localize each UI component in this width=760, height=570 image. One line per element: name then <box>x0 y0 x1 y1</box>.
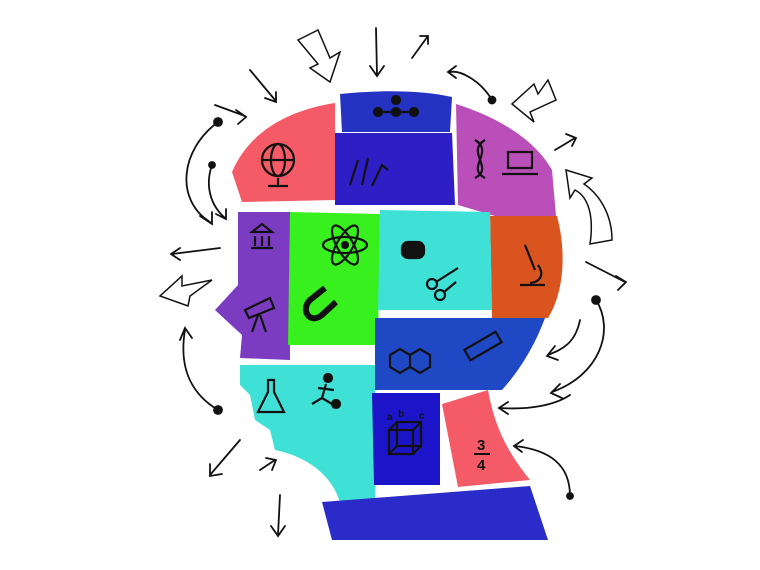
arrow-icon <box>214 104 248 125</box>
pencil-brush-icon <box>348 157 389 187</box>
arrow-icon <box>554 133 578 151</box>
chat-icon <box>400 240 426 260</box>
arrow-icon <box>208 164 227 221</box>
football-player-icon <box>311 372 342 410</box>
atom-icon <box>321 224 369 266</box>
scissors-icon <box>425 267 459 302</box>
fraction-denominator: 4 <box>477 457 486 474</box>
arrow-icon <box>512 439 571 497</box>
piece-blue-molecule <box>375 318 545 390</box>
fraction-numerator: 3 <box>477 437 485 454</box>
dna-icon <box>474 139 486 179</box>
arrow-icon <box>179 326 219 411</box>
sketched-block-arrows <box>158 28 613 307</box>
arrow-icon <box>446 65 493 101</box>
block-arrow-icon <box>510 78 557 123</box>
molecule-icon <box>388 347 432 375</box>
cube-label-b: b <box>398 409 404 420</box>
block-arrow-icon <box>565 168 613 245</box>
cube-label-a: a <box>387 412 393 423</box>
piece-cyan-flask <box>240 365 375 502</box>
ruler-icon <box>462 330 504 362</box>
piece-green-atom <box>288 212 380 345</box>
arrow-icon <box>249 69 277 104</box>
piece-cyan-scissors <box>378 210 492 310</box>
block-arrow-icon <box>296 28 342 84</box>
arrow-icon <box>545 319 581 361</box>
piece-base <box>322 486 548 540</box>
block-arrow-icon <box>158 274 213 307</box>
arrow-icon <box>497 394 571 415</box>
arrow-icon <box>185 121 219 226</box>
piece-purple-dna <box>456 104 556 216</box>
piece-red-fraction <box>442 390 530 487</box>
piece-violet-telescope <box>215 212 290 360</box>
cube-icon <box>387 420 423 456</box>
microscope-icon <box>520 244 545 287</box>
cube-label-c: c <box>419 411 425 422</box>
surrounding-arrows <box>169 27 628 538</box>
network-icon <box>372 94 420 118</box>
piece-indigo-tools <box>335 133 455 205</box>
arrow-icon <box>549 299 605 399</box>
piece-navy-cube <box>372 393 440 485</box>
arrow-icon <box>169 247 221 261</box>
bank-icon <box>248 222 276 250</box>
magnet-icon <box>302 285 339 322</box>
arrow-icon <box>259 457 278 471</box>
arrow-icon <box>209 439 241 478</box>
arrow-icon <box>369 27 385 78</box>
piece-orange-microscope <box>490 216 563 318</box>
globe-icon <box>260 142 296 188</box>
arrow-icon <box>411 35 429 59</box>
laptop-icon <box>502 150 538 176</box>
arrow-icon <box>270 494 286 538</box>
flask-icon <box>256 378 286 414</box>
telescope-icon <box>243 296 276 333</box>
arrow-icon <box>585 261 628 291</box>
